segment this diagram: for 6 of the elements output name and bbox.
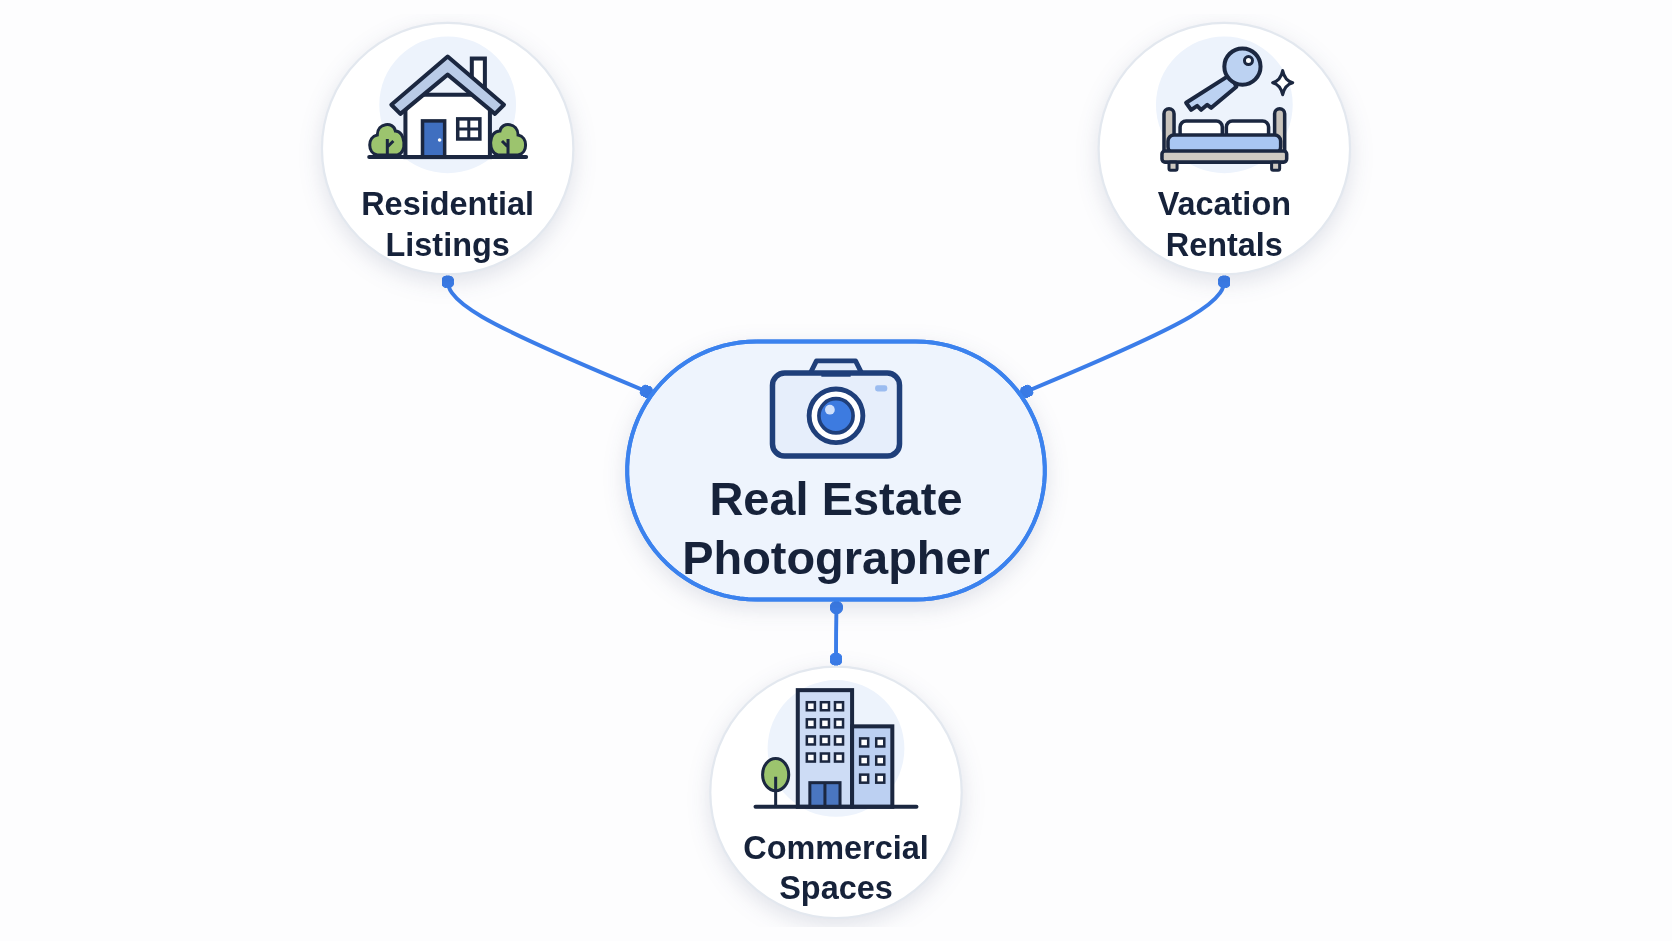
connector (440, 274, 654, 399)
node-circle: Residential Listings (320, 21, 575, 276)
node-circle: Vacation Rentals (1097, 21, 1352, 276)
node-circle: Commercial Spaces (709, 665, 963, 920)
connector (829, 600, 844, 667)
connector (1019, 274, 1232, 399)
